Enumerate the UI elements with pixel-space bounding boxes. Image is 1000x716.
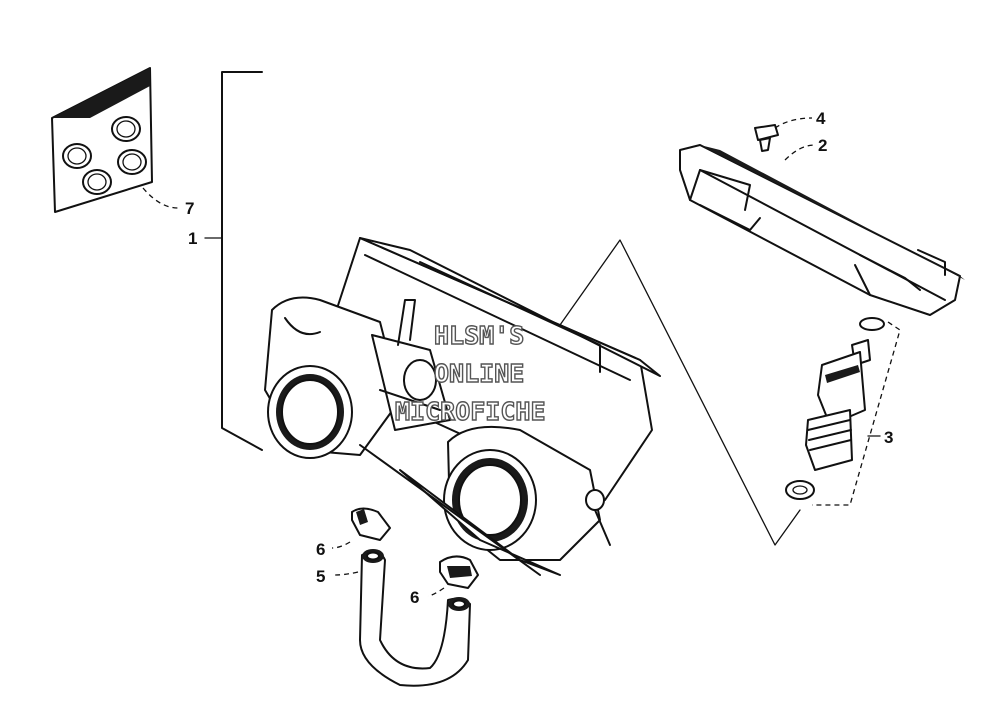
watermark-line-2: ONLINE — [434, 359, 524, 388]
leader-6a — [331, 541, 351, 549]
watermark-line-1: HLSM'S — [434, 321, 524, 350]
leader-7 — [142, 187, 179, 209]
callout-7: 7 — [185, 199, 194, 218]
callout-3: 3 — [884, 428, 893, 447]
hose-part — [359, 549, 471, 687]
fuel-rail-part — [679, 144, 965, 316]
assembly-bracket — [221, 71, 263, 451]
leader-2 — [784, 144, 816, 161]
throttle-body-part — [264, 237, 661, 576]
leader-6b — [427, 587, 445, 597]
leader-5 — [334, 571, 359, 576]
hose-clamp-part-upper — [351, 507, 391, 541]
callout-1: 1 — [188, 229, 197, 248]
watermark-line-3: MICROFICHE — [395, 397, 546, 426]
hose-clamp-part-lower — [439, 555, 479, 589]
fuel-injector-part — [785, 317, 885, 500]
callout-2: 2 — [818, 136, 827, 155]
callout-6-lower: 6 — [410, 588, 419, 607]
seal-plate-part — [51, 67, 153, 213]
watermark: HLSM'S ONLINE MICROFICHE — [394, 320, 546, 426]
assembly-leader — [559, 239, 801, 546]
screw-part — [754, 124, 779, 152]
callout-6-upper: 6 — [316, 540, 325, 559]
leader-4 — [774, 117, 813, 129]
callout-4: 4 — [816, 109, 826, 128]
callout-5: 5 — [316, 567, 325, 586]
